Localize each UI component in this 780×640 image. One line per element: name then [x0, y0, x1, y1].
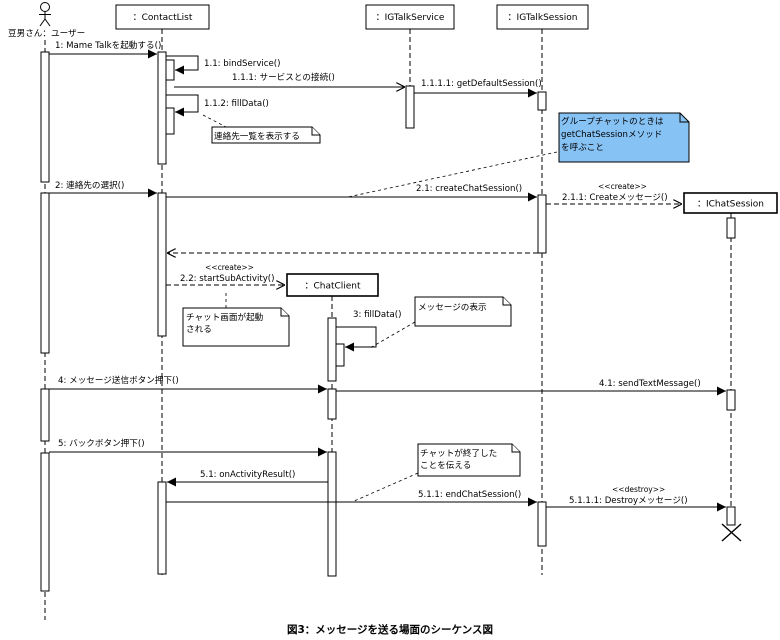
participant-chatclient-label: ：ChatClient [304, 282, 361, 292]
note-text: を呼ぶこと [561, 142, 604, 153]
participant-igtalkservice: ：IGTalkService [365, 4, 455, 30]
actor-user-label: 豆男さん：ユーザー [8, 28, 85, 39]
message-label: 1.1.2: fillData() [204, 99, 269, 109]
activation-bars [40, 51, 736, 592]
message-1-1-1-1: 1.1.1.1: getDefaultSession() [414, 79, 542, 98]
activation-bar [40, 388, 50, 442]
activation-bar [157, 481, 167, 575]
message-5-1-1: 5.1.1: endChatSession() [166, 490, 537, 507]
message-1-1: 1.1: bindService() [166, 55, 281, 75]
activation-bar [165, 59, 175, 81]
note-text: ことを伝える [420, 460, 471, 471]
message-label: 4: メッセージ送信ボタン押下() [58, 374, 179, 386]
activation-bar [157, 51, 167, 165]
activation-bar [726, 389, 736, 411]
message-label: 2: 連絡先の選択() [55, 179, 124, 191]
message-2: 2: 連絡先の選択() [49, 179, 157, 198]
participant-contactlist: ：ContactList [115, 4, 210, 30]
activation-bar [40, 192, 50, 354]
stick-figure-icon [39, 2, 51, 27]
message-label: 1: Mame Talkを起動する() [55, 40, 161, 51]
activation-bar [405, 85, 415, 129]
stereotype-label: <<create>> [205, 263, 254, 272]
activation-bar [327, 388, 337, 420]
message-2-1: 2.1: createChatSession() [166, 184, 537, 202]
message-3: 3: fillData() [336, 310, 402, 352]
message-1: 1: Mame Talkを起動する() [49, 40, 161, 59]
message-label: 4.1: sendTextMessage() [599, 379, 701, 389]
message-label: 1.1.1: サービスとの接続() [232, 71, 335, 83]
participant-ichatsession-label: ：IChatSession [697, 200, 764, 210]
message-5-1-1-1: <<destroy>> 5.1.1.1: Destroyメッセージ() [546, 485, 726, 512]
message-label: 5.1.1.1: Destroyメッセージ() [569, 495, 688, 506]
activation-bar [157, 192, 167, 337]
message-5-1: 5.1: onActivityResult() [167, 470, 328, 487]
message-1-1-2: 1.1.2: fillData() [166, 94, 269, 117]
activation-bar [537, 194, 547, 254]
message-label: 5.1.1: endChatSession() [418, 490, 521, 500]
note-contact-list: 連絡先一覧を表示する [202, 114, 321, 144]
note-group-chat: グループチャットのときは getChatSessionメソッド を呼ぶこと [347, 112, 690, 198]
message-2-1-1: <<create>> 2.1.1: Createメッセージ() [546, 182, 682, 204]
note-chat-end: チャットが終了した ことを伝える [351, 443, 521, 503]
note-text: チャット画面が起動 [186, 311, 264, 323]
stereotype-label: <<destroy>> [612, 485, 665, 494]
note-message-display: メッセージの表示 [369, 296, 512, 349]
message-label: 1.1.1.1: getDefaultSession() [421, 79, 542, 89]
destroy-x-icon [721, 523, 742, 542]
message-label: 5.1: onActivityResult() [200, 470, 295, 480]
note-text: メッセージの表示 [418, 301, 487, 313]
note-text: グループチャットのときは [561, 115, 664, 127]
message-label: 1.1: bindService() [204, 59, 281, 69]
participant-ichatsession: ：IChatSession [683, 192, 778, 214]
figure-caption: 図3：メッセージを送る場面のシーケンス図 [287, 623, 493, 636]
participant-contactlist-label: ：ContactList [133, 13, 193, 23]
note-text: getChatSessionメソッド [561, 130, 662, 140]
actor-user: 豆男さん：ユーザー [8, 2, 85, 39]
activation-bar [537, 501, 547, 547]
activation-bar [40, 51, 50, 183]
message-1-1-1: 1.1.1: サービスとの接続() [174, 71, 405, 87]
message-4-1: 4.1: sendTextMessage() [336, 379, 726, 396]
message-label: 2.1.1: Createメッセージ() [562, 192, 668, 203]
note-text: される [186, 324, 212, 335]
participant-igtalkservice-label: ：IGTalkService [376, 13, 445, 23]
message-4: 4: メッセージ送信ボタン押下() [49, 374, 327, 394]
note-text: 連絡先一覧を表示する [214, 130, 300, 142]
activation-bar [165, 107, 175, 135]
note-chat-screen: チャット画面が起動 される [182, 293, 290, 347]
activation-bar [537, 91, 547, 111]
message-label: 2.1: createChatSession() [416, 184, 522, 194]
participant-chatclient: ：ChatClient [286, 273, 379, 297]
participant-igtalksession-label: ：IGTalkSession [508, 13, 578, 23]
activation-bar [327, 451, 337, 577]
stereotype-label: <<create>> [598, 182, 647, 191]
activation-bar [335, 343, 345, 367]
participant-igtalksession: ：IGTalkSession [496, 4, 589, 30]
message-label: 5: バックボタン押下() [58, 437, 145, 449]
activation-bar [726, 506, 736, 526]
activation-bar [40, 452, 50, 592]
message-label: 2.2: startSubActivity() [180, 274, 275, 284]
message-label: 3: fillData() [353, 310, 402, 320]
activation-bar [726, 217, 736, 239]
note-text: チャットが終了した [420, 447, 497, 459]
message-2-2: <<create>> 2.2: startSubActivity() [166, 263, 285, 285]
activation-bar [327, 317, 337, 382]
message-5: 5: バックボタン押下() [49, 437, 327, 457]
